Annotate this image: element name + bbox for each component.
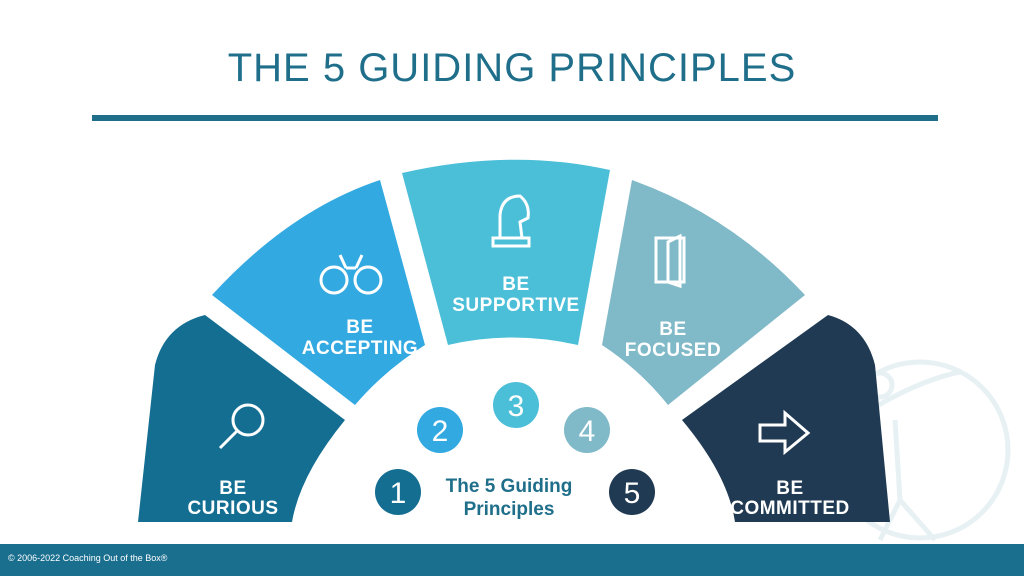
label-be-supportive-1: BE [502,274,529,295]
arrow-right-icon [758,409,811,456]
number-2: 2 [432,415,449,448]
segment-curious [138,315,345,522]
label-be-focused-1: BE [659,319,686,340]
label-be-committed-1: BE [776,478,803,499]
number-circle-5 [609,469,655,515]
label-be-curious-1: BE [219,478,246,499]
center-label-line1: The 5 Guiding [446,476,573,497]
label-be-curious-2: CURIOUS [187,498,278,519]
number-circle-1 [375,469,421,515]
label-be-focused-2: FOCUSED [625,340,721,361]
footer-bar: © 2006-2022 Coaching Out of the Box® [0,544,1024,576]
page-title: THE 5 GUIDING PRINCIPLES [227,46,797,90]
number-5: 5 [624,477,641,510]
segment-accepting [212,180,425,405]
number-circle-3 [493,382,539,428]
number-3: 3 [508,390,525,423]
number-circle-4 [564,407,610,453]
label-be-accepting-2: ACCEPTING [302,338,418,359]
title-divider [92,115,938,121]
label-be-committed-2: COMMITTED [730,498,850,519]
number-4: 4 [579,415,596,448]
binoculars-icon [319,254,383,295]
number-circle-2 [417,407,463,453]
segment-supportive [402,159,610,345]
center-label-line2: Principles [464,499,555,520]
magnifying-glass-icon [218,403,265,450]
segment-focused [602,180,805,405]
label-be-accepting-1: BE [346,317,373,338]
label-be-supportive-2: SUPPORTIVE [452,295,579,316]
chess-knight-icon [491,194,531,248]
copyright-text: © 2006-2022 Coaching Out of the Box® [8,553,168,563]
open-door-icon [654,233,686,289]
number-1: 1 [390,477,407,510]
